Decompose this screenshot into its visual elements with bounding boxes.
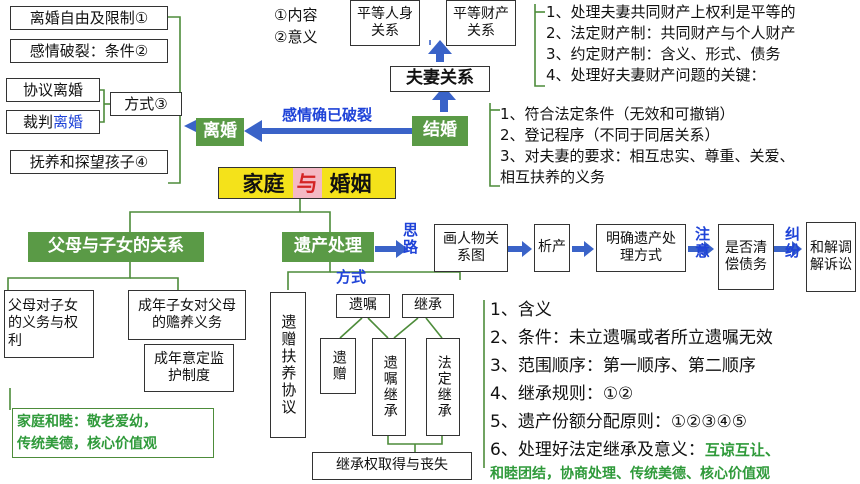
divorce-methods-box: 方式③ — [110, 92, 182, 116]
gain-loss-box: 继承权取得与丧失 — [312, 452, 472, 480]
judicial-suffix: 离婚 — [53, 112, 84, 131]
harmony-box: 家庭和睦：敬老爱幼， 传统美德，核心价值观 — [12, 408, 214, 458]
broken-feelings-box: 感情破裂：条件② — [10, 39, 168, 63]
divorce-freedom-box: 离婚自由及限制① — [10, 6, 168, 30]
support-agreement-box: 遗赠扶养协议 — [270, 292, 306, 438]
property-point: 4、处理好夫妻财产问题的关键： — [546, 66, 766, 84]
title-and: 与 — [292, 168, 322, 198]
property-point: 1、处理夫妻共同财产上权利是平等的 — [546, 3, 796, 21]
property-point: 3、约定财产制：含义、形式、债务 — [546, 45, 781, 63]
marriage-point: 相互扶养的义务 — [500, 168, 606, 186]
succession-box: 继承 — [402, 294, 454, 318]
marriage-point: 2、登记程序（不同于同居关系） — [500, 126, 720, 144]
marriage-point: 3、对夫妻的要求：相互忠实、尊重、关爱、 — [500, 147, 795, 165]
equal-property-box: 平等财产关系 — [446, 0, 516, 46]
attention-label: 注意 — [693, 226, 711, 260]
statutory-box: 法定继承 — [426, 338, 460, 436]
center-title: 家庭 与 婚姻 — [218, 167, 396, 199]
will-box: 遗嘱 — [336, 294, 390, 318]
harmony-line: 家庭和睦：敬老爱幼， — [17, 414, 157, 430]
inheritance-point: 1、含义 — [490, 300, 552, 320]
point6-label: 6、处理好法定继承及意义： — [490, 440, 705, 460]
property-points: 1、处理夫妻共同财产上权利是平等的 2、法定财产制：共同财产与个人财产 3、约定… — [546, 2, 796, 86]
debts-box: 是否清偿债务 — [718, 224, 774, 290]
guardianship-box: 成年意定监护制度 — [144, 344, 234, 392]
clarify-method-box: 明确遗产处理方式 — [596, 224, 686, 272]
parents-title-box: 父母与子女的关系 — [28, 232, 204, 262]
inheritance-point: 4、继承规则：①② — [490, 384, 634, 404]
marriage-box: 结婚 — [412, 116, 468, 146]
inheritance-point-6: 6、处理好法定继承及意义：互谅互让、 — [490, 436, 780, 464]
methods-label: 方式 — [336, 268, 367, 286]
inheritance-point: 2、条件：未立遗嘱或者所立遗嘱无效 — [490, 328, 773, 348]
testamentary-box: 遗嘱继承 — [372, 338, 406, 436]
agreement-divorce-box: 协议离婚 — [6, 78, 100, 102]
spouse-relation-box: 夫妻关系 — [390, 66, 490, 92]
inheritance-points: 1、含义 2、条件：未立遗嘱或者所立遗嘱无效 3、范围顺序：第一顺序、第二顺序 … — [490, 296, 780, 484]
broken-arrow-label: 感情确已破裂 — [282, 106, 373, 124]
meaning-label: ②意义 — [274, 28, 318, 46]
thinking-path-label: 思路 — [401, 222, 419, 256]
inheritance-point: 3、范围顺序：第一顺序、第二顺序 — [490, 356, 756, 376]
analyze-box: 析产 — [534, 224, 570, 272]
point6-line2: 和睦团结，协商处理、传统美德、核心价值观 — [490, 466, 770, 482]
property-point: 2、法定财产制：共同财产与个人财产 — [546, 24, 796, 42]
parent-duties-box: 父母对子女的义务与权利 — [4, 290, 94, 358]
judicial-prefix: 裁判 — [22, 112, 53, 131]
point6-tail: 互谅互让、 — [704, 441, 780, 459]
harmony-line: 传统美德，核心价值观 — [17, 436, 157, 452]
inheritance-title-box: 遗产处理 — [282, 232, 374, 262]
title-family: 家庭 — [242, 172, 285, 196]
equal-personal-box: 平等人身关系 — [350, 0, 420, 46]
bequest-box: 遗赠 — [320, 338, 356, 394]
content-label: ①内容 — [274, 6, 318, 24]
adult-duties-box: 成年子女对父母的赡养义务 — [128, 290, 246, 340]
inheritance-point: 5、遗产份额分配原则：①②③④⑤ — [490, 412, 748, 432]
marriage-points: 1、符合法定条件（无效和可撤销） 2、登记程序（不同于同居关系） 3、对夫妻的要… — [500, 104, 795, 188]
settle-box: 和解调解诉讼 — [806, 222, 856, 292]
draw-diagram-box: 画人物关系图 — [434, 224, 508, 272]
dispute-label: 纠纷 — [783, 226, 801, 260]
divorce-box: 离婚 — [196, 118, 244, 146]
marriage-point: 1、符合法定条件（无效和可撤销） — [500, 105, 735, 123]
child-support-box: 抚养和探望孩子④ — [10, 150, 168, 174]
judicial-divorce-box: 裁判离婚 — [6, 110, 100, 134]
title-marriage: 婚姻 — [329, 172, 372, 196]
